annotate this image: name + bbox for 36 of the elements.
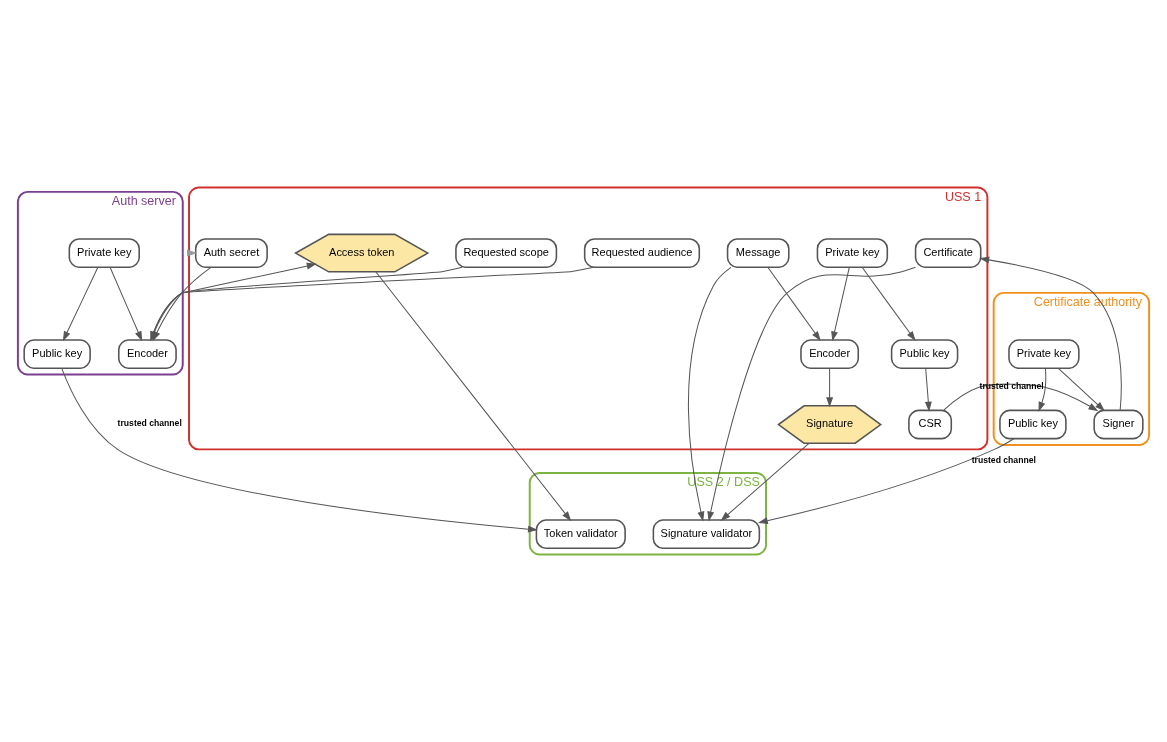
node-box: Private key (816, 238, 889, 268)
node-box: CSR (908, 409, 953, 440)
node-box: Encoder (800, 339, 860, 370)
arrow (707, 266, 916, 522)
arrow (720, 442, 810, 521)
arrow (182, 249, 197, 257)
node-box: Signer (1093, 409, 1144, 440)
node-box: Certificate (914, 238, 982, 268)
arrow (109, 266, 143, 342)
edge-label: trusted channel (117, 417, 182, 428)
node-box: Encoder (118, 339, 177, 370)
arrow (767, 266, 821, 342)
arrow (687, 266, 732, 522)
node-box: Public key (890, 339, 959, 370)
node-box: Requested audience (583, 238, 701, 268)
arrow (979, 256, 1122, 411)
node-box: Auth secret (194, 238, 268, 268)
node-box: Requested scope (455, 238, 558, 268)
arrow (61, 367, 538, 533)
node-box: Public key (999, 409, 1067, 440)
arrow (831, 266, 850, 342)
arrow (757, 438, 1015, 525)
node-box: Public key (23, 339, 91, 370)
node-box: Private key (1008, 339, 1080, 370)
arrow (826, 368, 834, 408)
arrow (1058, 368, 1105, 412)
arrow (1038, 367, 1047, 412)
arrow (62, 266, 99, 342)
edge-label: trusted channel (971, 455, 1036, 466)
node-box: Private key (68, 238, 140, 268)
node-box: Message (726, 238, 790, 268)
arrow (861, 266, 916, 342)
node-box: Signature validator (652, 519, 761, 550)
arrow (924, 368, 932, 412)
node-box: Token validator (535, 519, 626, 550)
arrow (375, 271, 572, 522)
